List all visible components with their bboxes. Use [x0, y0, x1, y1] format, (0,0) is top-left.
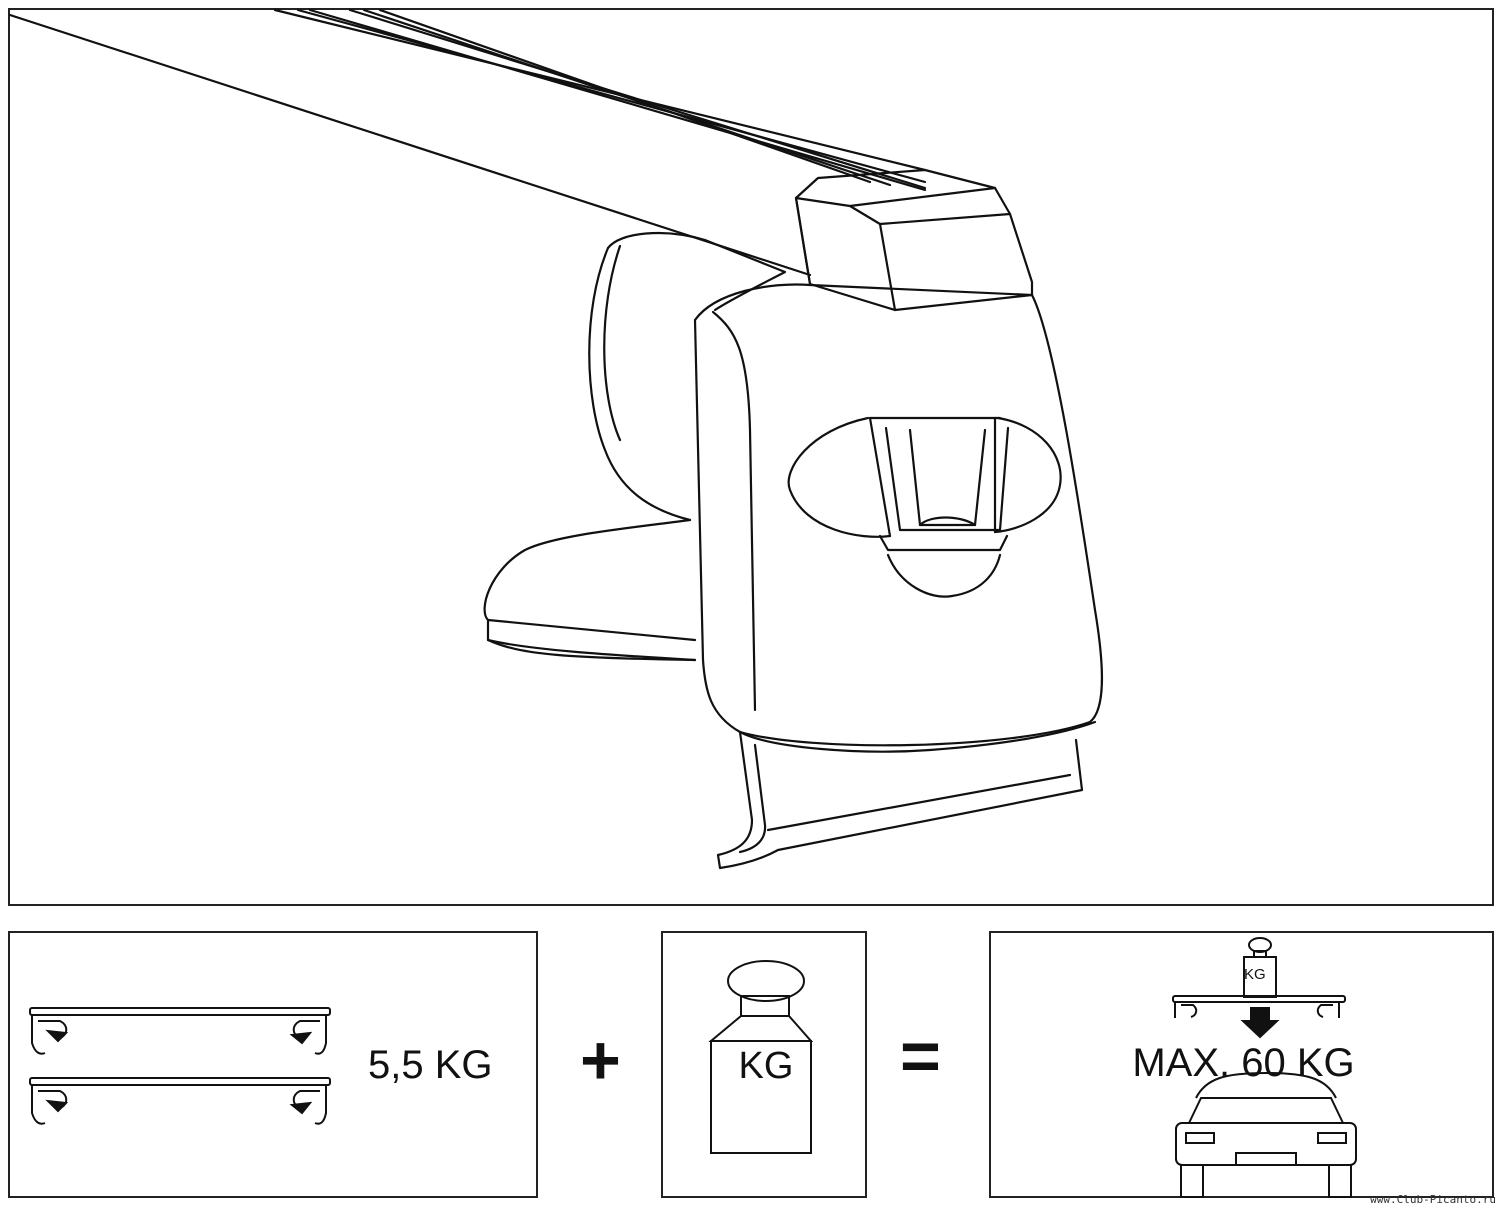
- max-load-drawing: [1172, 937, 1357, 1198]
- two-roof-bars-drawing: [29, 1007, 331, 1125]
- car-icon: [1175, 1071, 1357, 1198]
- panel-bar-weight: 5,5 KG: [8, 931, 538, 1198]
- panel-load-weight: KG: [661, 931, 867, 1198]
- weight-icon: [708, 960, 814, 1154]
- lock-oval: [787, 416, 1062, 598]
- bar-end-cap: [794, 168, 1034, 312]
- plus-icon: +: [580, 1021, 621, 1099]
- max-load-label: MAX. 60 KG: [1132, 1041, 1355, 1085]
- small-roof-bar-icon: [1172, 995, 1346, 1018]
- watermark-text: www.Club-Picanto.ru: [1370, 1193, 1496, 1206]
- roof-bar: [8, 8, 927, 277]
- panel-max-load: KG MAX. 60 KG: [989, 931, 1494, 1198]
- equals-icon: =: [900, 1017, 941, 1095]
- roof-bar-icon: [29, 1077, 331, 1125]
- bars-weight-label: 5,5 KG: [368, 1043, 493, 1087]
- small-weight-label: KG: [1244, 966, 1266, 983]
- clamp-bracket: [716, 730, 1084, 870]
- foot-back-shell: [588, 231, 787, 522]
- arrow-down-icon: [1240, 1007, 1280, 1039]
- load-weight-label: KG: [738, 1045, 794, 1087]
- small-weight-icon: [1243, 937, 1277, 998]
- roof-rack-foot-illustration: [8, 8, 1494, 906]
- foot-rubber-pad: [483, 518, 697, 662]
- roof-bar-icon: [29, 1007, 331, 1055]
- roof-rack-foot-drawing: [8, 8, 1104, 870]
